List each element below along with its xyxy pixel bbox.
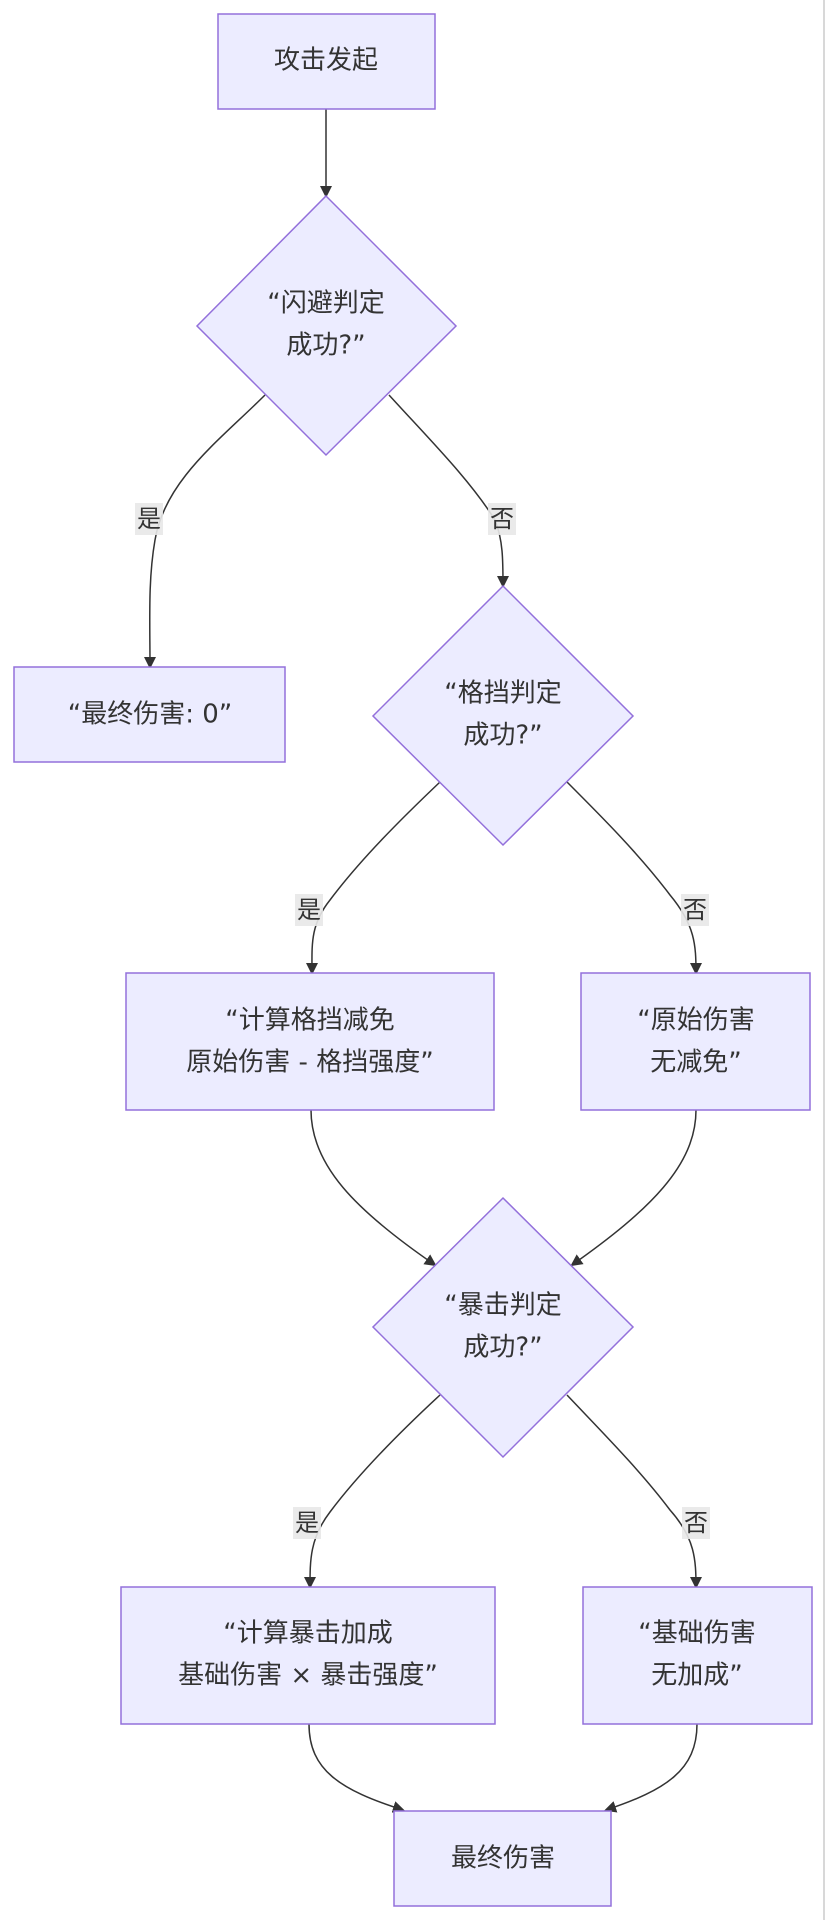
node-critcalc-label-line1: “计算暴击加成 [223,1619,392,1649]
node-dodge-diamond [195,194,458,457]
node-crit-label-line2: 成功?” [463,1333,542,1363]
node-blockcalc-box [125,972,495,1111]
edge-labels: 是 否 是 否 是 否 [135,503,710,1539]
node-base-damage: “基础伤害 无加成” [582,1586,813,1725]
edge-label-crit-yes: 是 [295,1509,319,1537]
edge-base-to-final [604,1723,698,1813]
node-crit-decision: “暴击判定 成功?” [371,1196,635,1459]
edge-label-block-yes: 是 [297,896,321,924]
node-base-label-line1: “基础伤害 [638,1619,755,1649]
node-raw-box [580,972,811,1111]
edge-block-yes [305,781,441,975]
edge-label-block-no: 否 [683,896,707,924]
node-zero-damage: “最终伤害: 0” [13,666,286,763]
edge-block-no [566,781,702,975]
node-critcalc-box [120,1586,496,1725]
edge-critcalc-to-final [308,1723,405,1813]
node-crit-calc: “计算暴击加成 基础伤害 × 暴击强度” [120,1586,496,1725]
node-base-box [582,1586,813,1725]
edge-label-bg [488,503,516,535]
node-start-box [217,13,436,110]
node-final-label: 最终伤害 [451,1844,555,1874]
node-block-calc: “计算格挡减免 原始伤害 - 格挡强度” [125,972,495,1111]
edge-crit-no [566,1394,702,1589]
node-blockcalc-label-line2: 原始伤害 - 格挡强度” [186,1048,433,1078]
edge-raw-to-crit [570,1109,697,1267]
edge-label-bg [682,1507,710,1539]
edge-label-bg [293,1507,321,1539]
node-blockcalc-label-line1: “计算格挡减免 [225,1006,394,1036]
node-block-label-line2: 成功?” [463,721,542,751]
node-zero-label: “最终伤害: 0” [68,700,233,730]
edge-label-bg [295,894,323,926]
node-raw-label-line1: “原始伤害 [637,1006,754,1036]
node-block-diamond [371,584,635,847]
node-dodge-label-line1: “闪避判定 [267,289,384,319]
node-final-box [393,1810,612,1907]
edges [143,109,702,1813]
node-raw-label-line2: 无减免” [650,1048,741,1078]
node-dodge-label-line2: 成功?” [286,331,365,361]
edge-dodge-yes [143,394,266,669]
node-dodge-decision: “闪避判定 成功?” [195,194,458,457]
node-start: 攻击发起 [217,13,436,110]
node-critcalc-label-line2: 基础伤害 × 暴击强度” [178,1661,438,1691]
edge-label-bg [135,503,163,535]
node-block-label-line1: “格挡判定 [444,679,561,709]
edge-dodge-no [388,394,509,588]
node-final-damage: 最终伤害 [393,1810,612,1907]
edge-crit-yes [304,1394,441,1589]
node-zero-box [13,666,286,763]
node-start-label: 攻击发起 [274,46,378,76]
edge-label-dodge-no: 否 [490,505,514,533]
edge-label-crit-no: 否 [684,1509,708,1537]
node-crit-label-line1: “暴击判定 [444,1291,561,1321]
page-edge-divider [823,0,825,1920]
edge-blockcalc-to-crit [310,1109,437,1267]
node-base-label-line2: 无加成” [651,1661,742,1691]
node-raw-damage: “原始伤害 无减免” [580,972,811,1111]
node-crit-diamond [371,1196,635,1459]
node-block-decision: “格挡判定 成功?” [371,584,635,847]
edge-label-dodge-yes: 是 [137,505,161,533]
edge-label-bg [681,894,709,926]
